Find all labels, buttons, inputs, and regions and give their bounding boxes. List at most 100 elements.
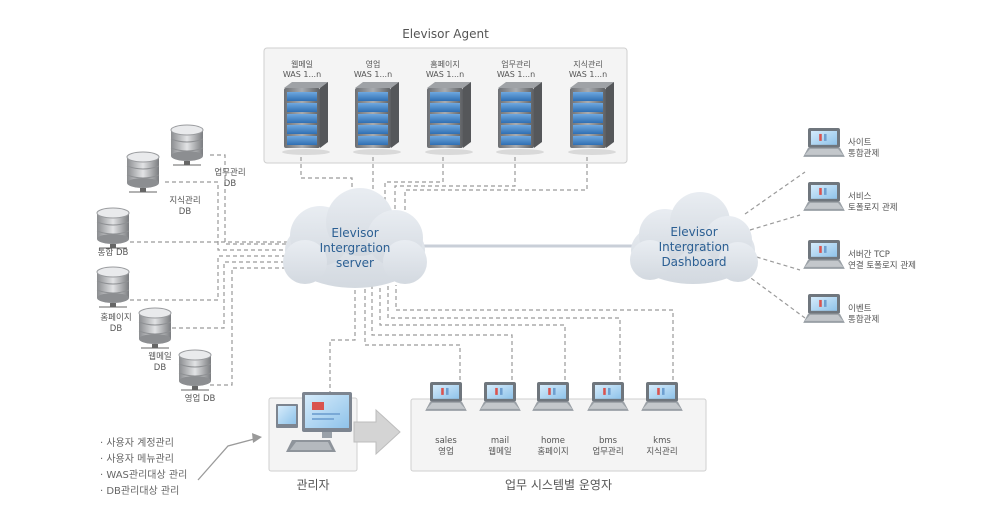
- was-server-label-line1: 홈페이지: [430, 60, 460, 69]
- database-icon: [170, 124, 204, 166]
- operator-laptop-icon: [641, 382, 683, 411]
- operator-label-line2: 웹메일: [488, 447, 512, 457]
- operator-label-line1: sales: [435, 436, 457, 446]
- was-server-label-line1: 업무관리: [501, 60, 531, 69]
- database-label-line2: DB: [153, 363, 167, 373]
- agent-title: Elevisor Agent: [402, 27, 489, 41]
- admin-tasks-arrowhead: [252, 433, 262, 443]
- database-label-line2: DB: [109, 324, 123, 334]
- server-cloud-line1: Elevisor: [331, 226, 379, 240]
- admin-task-item: · 사용자 계정관리: [100, 438, 174, 449]
- database-label-line2: DB: [223, 179, 237, 189]
- admin-task-item: · WAS관리대상 관리: [100, 470, 188, 481]
- operator-label-line1: kms: [653, 436, 671, 446]
- operator-laptop-icon: [587, 382, 629, 411]
- monitor-label-line2: 통합관제: [848, 315, 880, 325]
- server-cloud-label: Elevisor Intergration server: [295, 226, 415, 271]
- server-cloud-line2: Intergration: [319, 241, 391, 255]
- monitor-label-line1: 서버간 TCP: [848, 250, 890, 260]
- admin-to-operators-arrow: [353, 408, 401, 456]
- dashboard-cloud-line2: Intergration: [658, 240, 730, 254]
- database-icon: [96, 266, 130, 308]
- monitor-laptop-icon: [803, 182, 845, 211]
- database-icon: [178, 349, 212, 391]
- database-label-line1: 영업 DB: [184, 394, 216, 404]
- was-server-label-line1: 영업: [365, 60, 381, 69]
- operator-label-line2: 지식관리: [646, 447, 678, 457]
- admin-workstation-icon: [276, 392, 352, 452]
- was-server-icon: [425, 82, 473, 155]
- was-server-label-line2: WAS 1...n: [353, 70, 393, 79]
- operator-laptop-icon: [425, 382, 467, 411]
- operator-label-line1: mail: [490, 436, 510, 446]
- database-label-line1: 홈페이지: [100, 313, 132, 323]
- database-icon: [138, 307, 172, 349]
- database-label-line2: DB: [178, 207, 192, 217]
- was-server-icon: [568, 82, 616, 155]
- was-server-label-line1: 지식관리: [573, 60, 603, 69]
- monitor-laptop-icon: [803, 294, 845, 323]
- monitor-label-line2: 토폴로지 관제: [848, 203, 898, 213]
- admin-task-item: · 사용자 메뉴관리: [100, 454, 174, 465]
- database-label-line1: 지식관리: [169, 196, 201, 206]
- dashboard-cloud-shape: [630, 192, 758, 284]
- operator-laptop-icon: [479, 382, 521, 411]
- was-server-label-line1: 웹메일: [290, 60, 314, 69]
- operator-label-line1: home: [540, 436, 566, 446]
- database-label: 영업 DB: [170, 394, 230, 405]
- operators-label: 업무 시스템별 운영자: [505, 478, 612, 492]
- monitor-label-line1: 서비스: [848, 192, 872, 202]
- operator-laptop-icon: [532, 382, 574, 411]
- server-cloud-shape: [283, 188, 427, 288]
- operator-label-line2: 홈페이지: [537, 447, 569, 457]
- server-cloud-line3: server: [336, 256, 374, 270]
- was-server-label-line2: WAS 1...n: [282, 70, 322, 79]
- dashboard-cloud-line1: Elevisor: [670, 225, 718, 239]
- database-label: 통합 DB: [90, 248, 136, 259]
- was-server-icon: [282, 82, 330, 155]
- was-server-label-line2: WAS 1...n: [496, 70, 536, 79]
- was-server-label-line2: WAS 1...n: [425, 70, 465, 79]
- database-icon: [126, 151, 160, 193]
- was-server-icon: [496, 82, 544, 155]
- was-server-label-line2: WAS 1...n: [568, 70, 608, 79]
- database-label-line1: 웹메일: [148, 352, 172, 362]
- database-label-line1: 통합 DB: [97, 248, 129, 258]
- admin-label: 관리자: [296, 478, 330, 492]
- operator-label-line2: 영업: [438, 447, 454, 457]
- monitor-label-line2: 연결 토폴로지 관제: [848, 261, 916, 271]
- operator-label-line1: bms: [598, 436, 618, 446]
- dashed-links: [130, 150, 806, 395]
- monitor-label-line2: 통합관제: [848, 149, 880, 159]
- monitor-label-line1: 이벤트: [848, 304, 872, 314]
- monitor-laptop-icon: [803, 240, 845, 269]
- dashboard-cloud-line3: Dashboard: [661, 255, 727, 269]
- admin-task-item: · DB관리대상 관리: [100, 486, 180, 497]
- database-label-line1: 업무관리: [214, 168, 246, 178]
- admin-task-list: · 사용자 계정관리 · 사용자 메뉴관리 · WAS관리대상 관리 · DB관…: [100, 436, 187, 500]
- admin-tasks-arrow: [197, 437, 259, 481]
- database-icon: [96, 207, 130, 249]
- dashboard-cloud-label: Elevisor Intergration Dashboard: [640, 225, 748, 270]
- monitor-label-line1: 사이트: [848, 138, 872, 148]
- was-server-icon: [353, 82, 401, 155]
